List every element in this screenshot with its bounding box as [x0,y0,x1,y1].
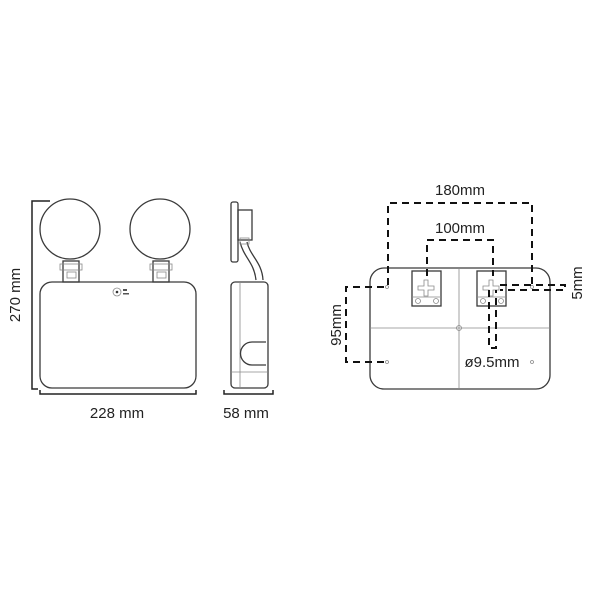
side-body [230,281,269,389]
vertical-spacing-label: 95mm [328,304,345,346]
width-label: 228 mm [90,405,144,422]
right-bracket [149,260,173,283]
offset-label: 5mm [569,266,586,299]
width-dimension-line [39,390,197,395]
back-plate [369,267,551,390]
mounting-hole [530,285,534,289]
depth-dimension-line [223,390,274,395]
back-view: 180mm 100mm 95mm 5mm ø9.5mm [328,182,586,390]
mounting-hole [385,285,389,289]
inner-spacing-label: 100mm [435,220,485,237]
side-clip [239,341,266,366]
right-lamp-head [129,198,191,260]
luminaire-body [39,281,197,389]
inner-spacing-dimension [426,239,494,276]
hole-diameter-dimension [488,290,497,349]
height-label: 270 mm [7,268,24,322]
left-bracket [59,260,83,283]
depth-label: 58 mm [223,405,269,422]
side-view: 58 mm [223,201,274,422]
right-keyhole-bracket [476,270,507,307]
left-lamp-head [39,198,101,260]
left-keyhole-bracket [411,270,442,307]
indicator-led [112,287,122,297]
head-plate [230,201,239,263]
outer-spacing-dimension [387,202,533,285]
head-housing [237,209,253,241]
mounting-hole [385,360,389,364]
height-dimension-line [31,200,50,390]
front-view: 270 mm 228 mm [7,198,197,422]
arm [239,241,264,281]
hole-diameter-label: ø9.5mm [464,354,519,371]
mounting-hole [530,360,534,364]
offset-dimension [500,284,566,291]
vertical-spacing-dimension [345,286,384,363]
outer-spacing-label: 180mm [435,182,485,199]
